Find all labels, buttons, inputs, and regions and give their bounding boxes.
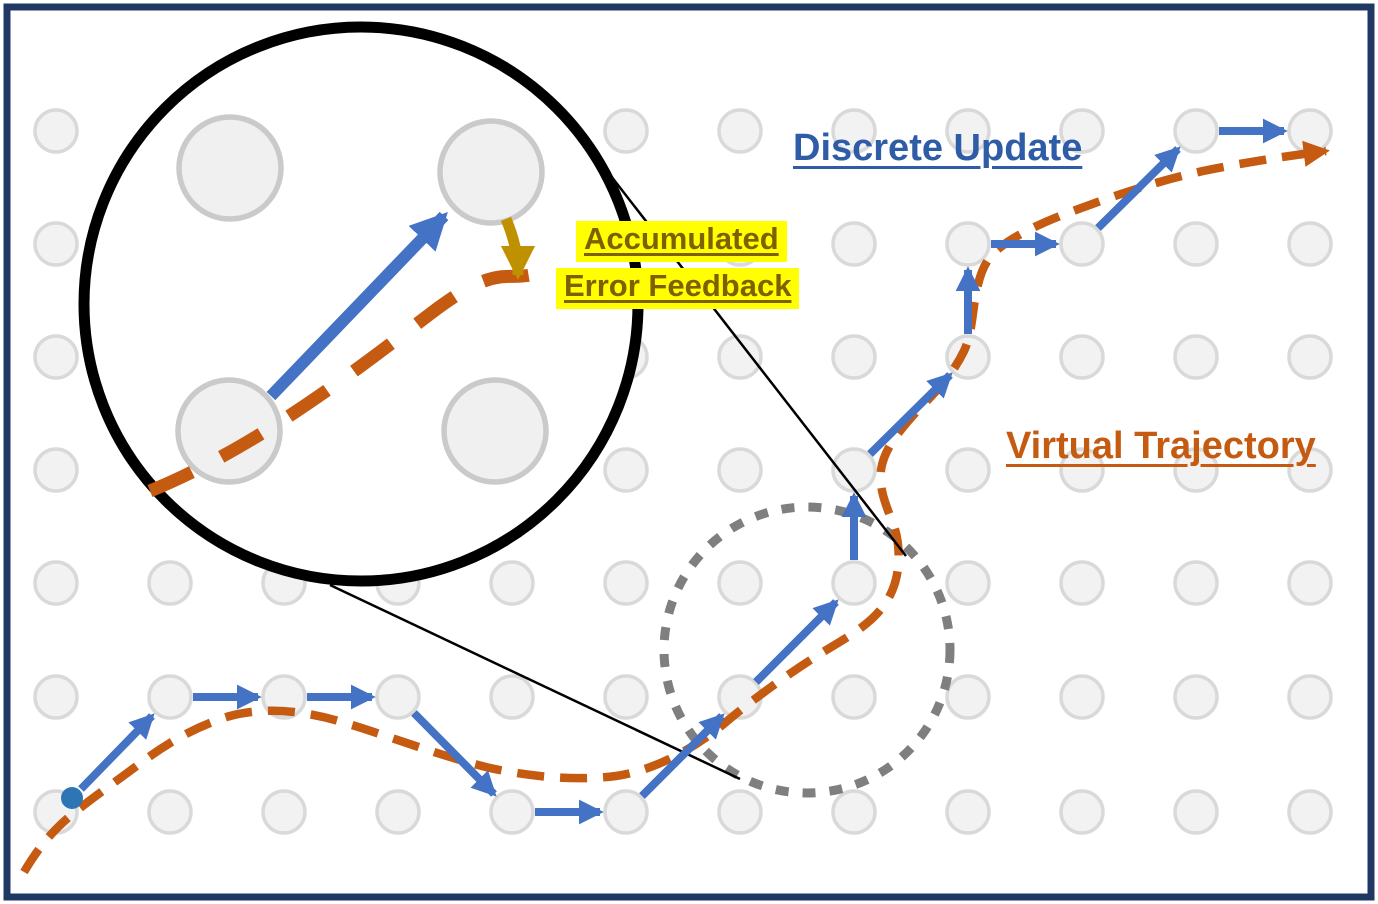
grid-dot	[147, 560, 193, 606]
grid-dot	[1059, 108, 1105, 154]
grid-dot	[945, 108, 991, 154]
grid-dot	[33, 221, 79, 267]
grid-dot	[1059, 221, 1105, 267]
grid-dot	[831, 674, 877, 720]
grid-dot	[717, 334, 763, 380]
discrete-step-arrow	[867, 372, 953, 457]
grid-dot	[33, 334, 79, 380]
grid-dot	[1059, 789, 1105, 835]
magnified-grid-dot	[437, 118, 545, 226]
discrete-step-arrow	[78, 713, 155, 792]
grid-dot	[603, 674, 649, 720]
grid-dot	[831, 560, 877, 606]
grid-dot	[717, 560, 763, 606]
grid-dot	[1059, 334, 1105, 380]
grid-dot	[603, 108, 649, 154]
grid-dot	[831, 108, 877, 154]
grid-dot	[147, 674, 193, 720]
grid-dot	[33, 560, 79, 606]
grid-dot	[489, 789, 535, 835]
grid-dot	[1173, 221, 1219, 267]
grid-dot	[1059, 560, 1105, 606]
error-feedback-arrow	[500, 216, 536, 281]
grid-dot	[375, 789, 421, 835]
grid-dot	[603, 447, 649, 493]
grid-dot	[375, 674, 421, 720]
magnified-grid-dot	[441, 377, 549, 485]
grid-dot	[1173, 789, 1219, 835]
grid-dot	[489, 674, 535, 720]
grid-dot	[1173, 334, 1219, 380]
discrete-step-arrow	[1095, 146, 1181, 231]
grid-dot	[1059, 674, 1105, 720]
accumulated-error-label-line1: Accumulated	[576, 221, 787, 262]
figure-border	[3, 3, 1375, 901]
magnified-grid-dot	[175, 377, 283, 485]
virtual-trajectory-label: Virtual Trajectory	[1006, 425, 1316, 467]
magnified-grid-dot	[176, 114, 284, 222]
grid-dot	[831, 221, 877, 267]
grid-dot	[717, 108, 763, 154]
grid-dot	[1173, 560, 1219, 606]
discrete-update-label: Discrete Update	[793, 127, 1083, 169]
grid-dot	[945, 221, 991, 267]
grid-dot	[1287, 447, 1333, 493]
grid-dot	[831, 334, 877, 380]
grid-dot	[1287, 674, 1333, 720]
grid-dot	[489, 560, 535, 606]
grid-dot	[603, 789, 649, 835]
grid-dot	[1287, 108, 1333, 154]
grid-dot	[1059, 447, 1105, 493]
grid-dot	[945, 447, 991, 493]
grid-dot	[33, 108, 79, 154]
grid-dot	[945, 789, 991, 835]
accumulated-error-label-line2: Error Feedback	[556, 268, 800, 309]
grid-dot	[261, 789, 307, 835]
grid-dot	[1287, 221, 1333, 267]
magnifier-inset	[78, 21, 644, 587]
grid-dot	[1173, 108, 1219, 154]
discrete-update-path	[61, 118, 1288, 825]
grid-dot	[603, 560, 649, 606]
discrete-step-arrow	[753, 599, 839, 685]
grid-dot	[717, 789, 763, 835]
discrete-step-arrow	[411, 710, 497, 797]
grid-dot	[1287, 334, 1333, 380]
grid-dot	[1287, 560, 1333, 606]
discrete-step-arrow	[639, 713, 725, 799]
grid-dot	[945, 334, 991, 380]
focus-region-circle	[659, 502, 955, 798]
grid-dot	[1173, 447, 1219, 493]
grid-dot	[33, 674, 79, 720]
magnified-step-arrow	[266, 211, 449, 401]
grid-dot	[831, 789, 877, 835]
grid-dot	[147, 789, 193, 835]
grid-dot	[33, 447, 79, 493]
magnifier-connector-line-1	[329, 583, 741, 781]
grid-dot	[1173, 674, 1219, 720]
grid-dot	[717, 447, 763, 493]
start-point-dot	[61, 787, 83, 809]
grid-dot	[1287, 789, 1333, 835]
grid-dot	[945, 674, 991, 720]
grid-dot	[945, 560, 991, 606]
